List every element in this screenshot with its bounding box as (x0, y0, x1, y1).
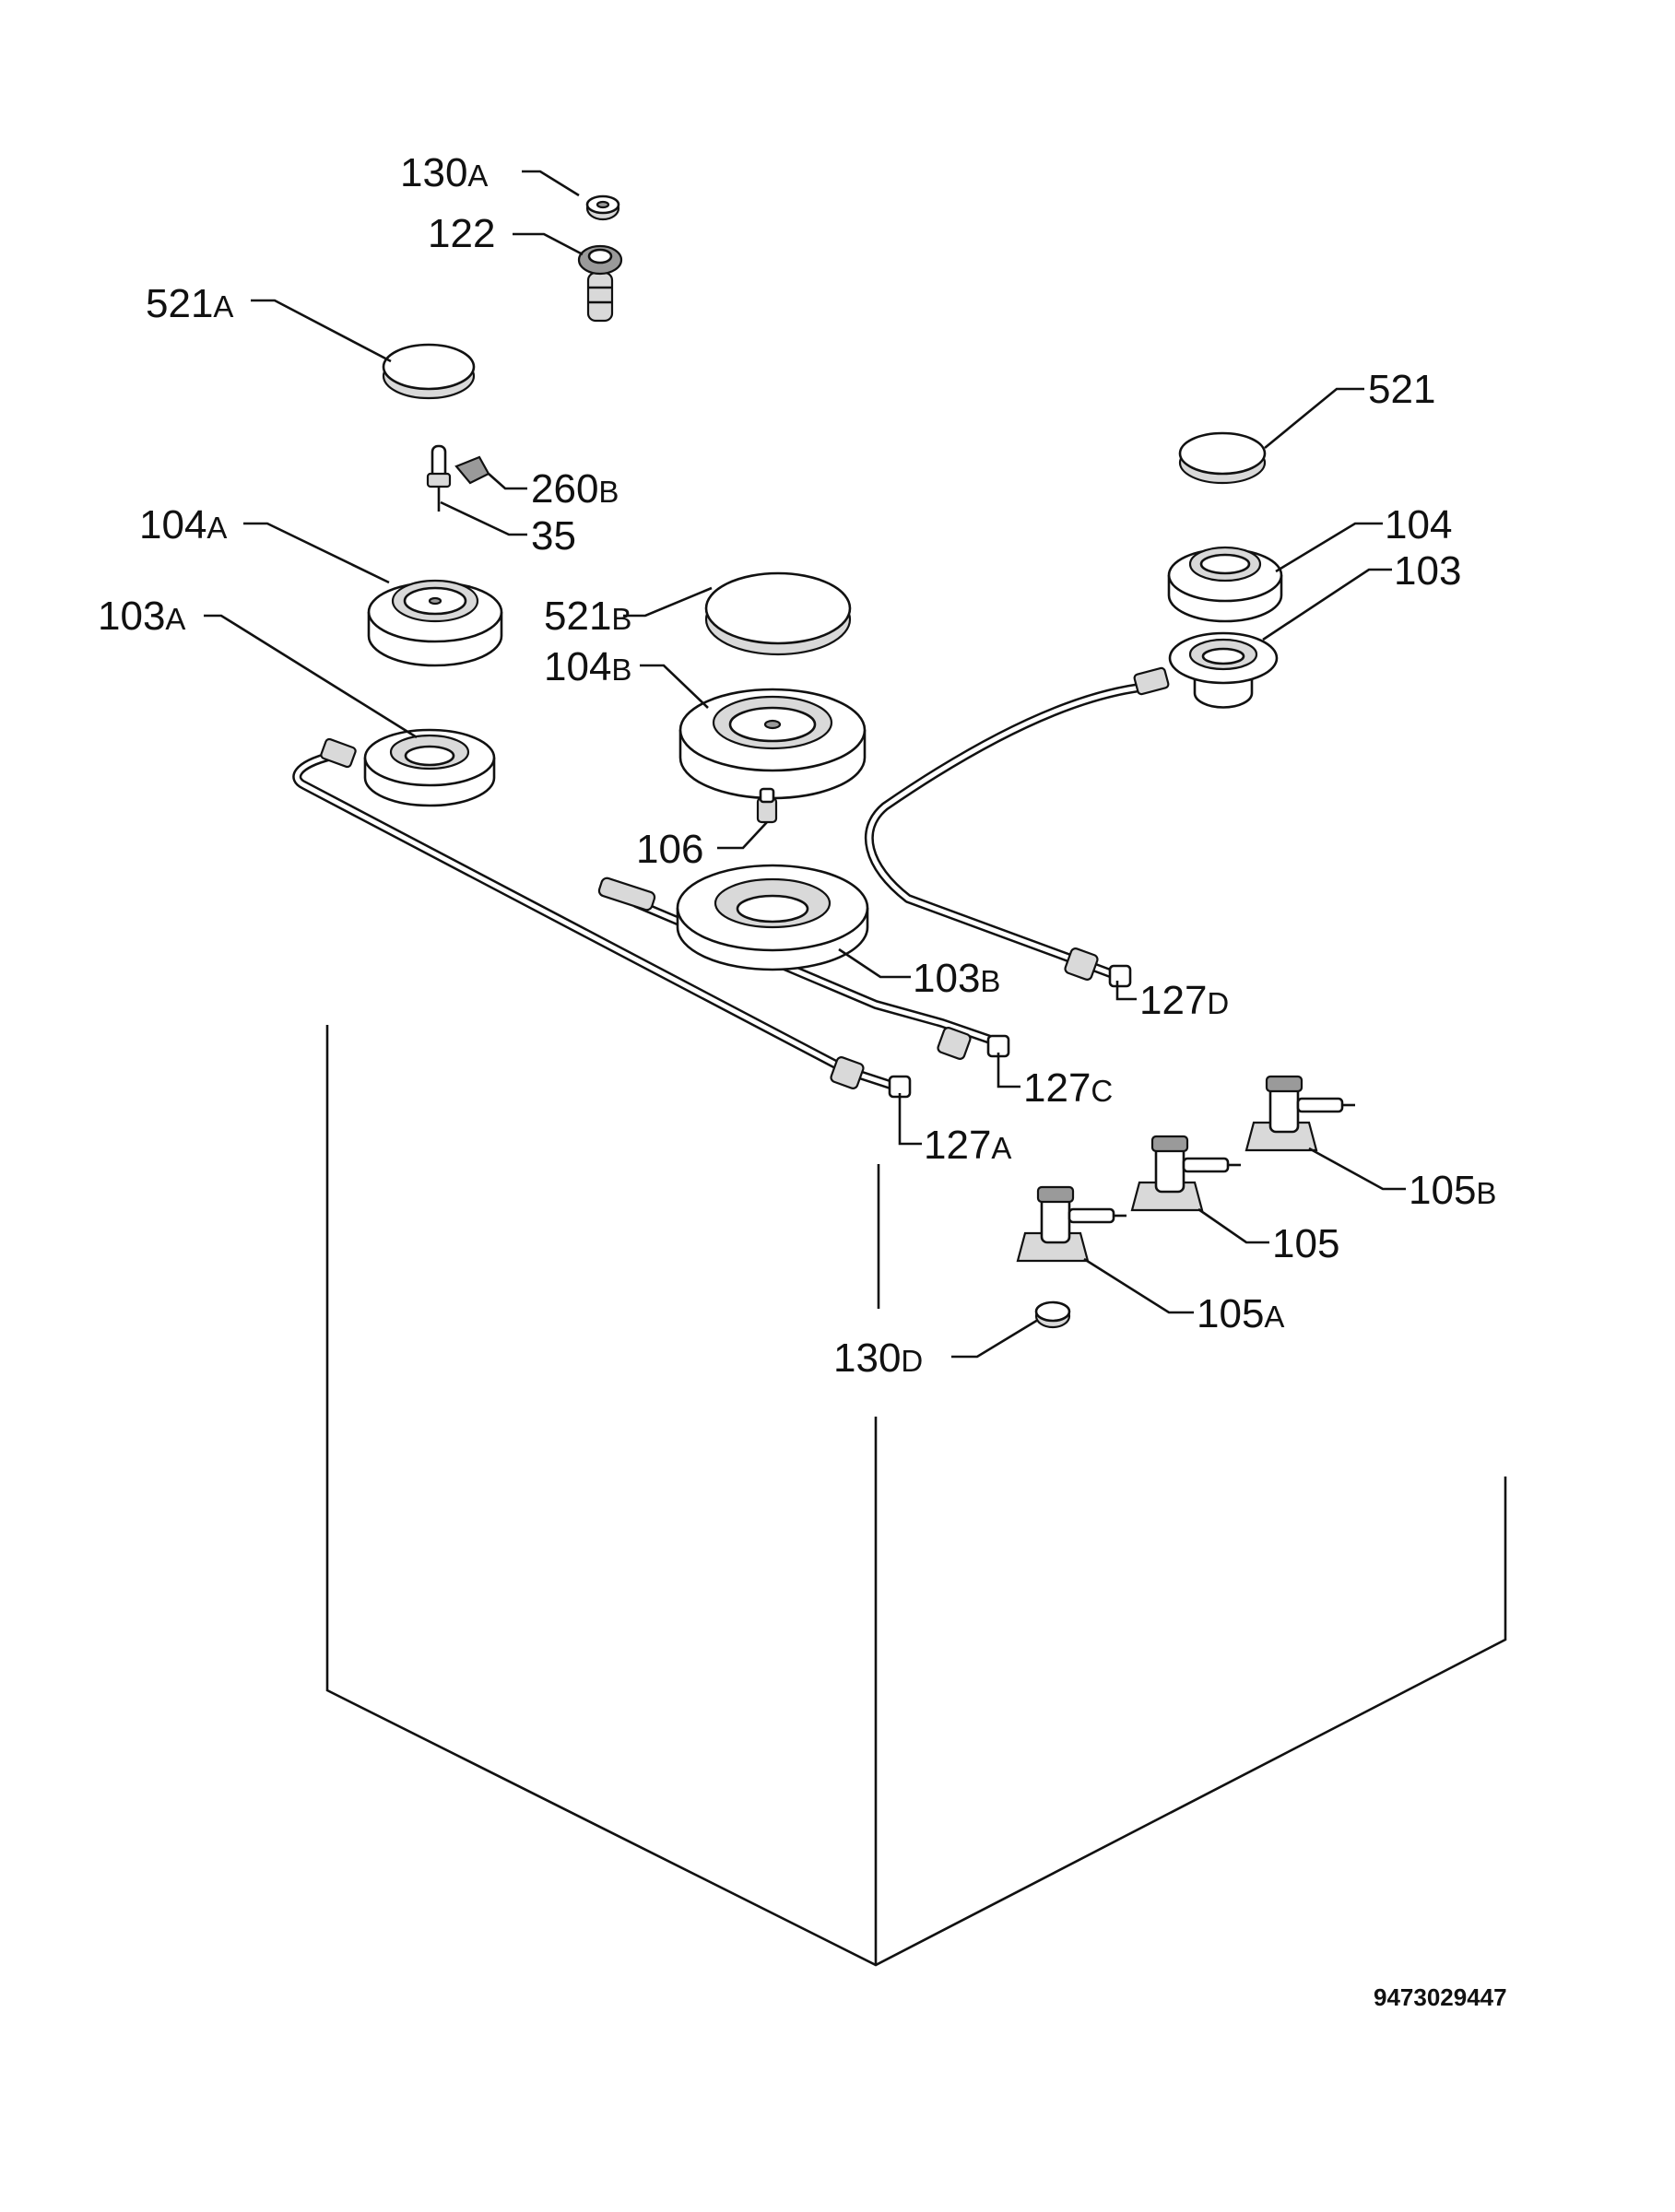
part-labels: 130A 122 521A 521 260B 35 104A 104 103 5… (98, 150, 1496, 1381)
label-260b: 260B (531, 466, 619, 512)
label-103b: 103B (913, 956, 1000, 1001)
label-127a: 127A (924, 1123, 1011, 1168)
part-521-burner-cap (1178, 431, 1267, 485)
diagram-code: 9473029447 (1374, 1983, 1507, 2011)
part-105-gas-tap (1130, 1135, 1241, 1212)
part-35-electrode (426, 444, 452, 512)
label-122: 122 (428, 211, 495, 256)
cooker-cabinet-outline (325, 1025, 1507, 1967)
label-521a: 521A (146, 281, 233, 326)
part-103b-burner-base (597, 864, 869, 971)
part-122-injector (577, 244, 623, 323)
label-105a: 105A (1197, 1291, 1284, 1336)
label-106: 106 (636, 827, 703, 872)
leader-lines (204, 170, 1406, 1359)
label-104: 104 (1385, 502, 1452, 547)
part-130a-ring (585, 194, 620, 221)
label-104b: 104B (544, 644, 631, 689)
part-105a-gas-tap (1016, 1185, 1126, 1263)
gas-pipe-127d (864, 682, 1152, 988)
label-103: 103 (1394, 548, 1461, 594)
part-105b-gas-tap (1244, 1075, 1355, 1152)
part-104b-burner-head (678, 688, 867, 800)
label-103a: 103A (98, 594, 185, 639)
label-105b: 105B (1409, 1168, 1496, 1213)
label-521b: 521B (544, 594, 631, 639)
label-130d: 130D (833, 1335, 923, 1381)
label-35: 35 (531, 513, 576, 559)
part-106-injector (756, 787, 778, 824)
part-521a-burner-cap (382, 343, 476, 400)
label-127d: 127D (1139, 978, 1229, 1023)
part-104a-burner-head (367, 579, 503, 667)
part-104-burner-head (1167, 546, 1283, 623)
label-127c: 127C (1023, 1065, 1113, 1111)
part-103-burner-base (1133, 631, 1279, 709)
part-103a-burner-base (320, 728, 496, 807)
label-104a: 104A (139, 502, 227, 547)
part-130d-ring (1034, 1300, 1071, 1329)
part-260b-clip (454, 455, 490, 485)
gas-pipe-127a (292, 751, 912, 1099)
label-521: 521 (1368, 367, 1435, 412)
label-105: 105 (1272, 1221, 1339, 1266)
part-521b-burner-cap (704, 571, 852, 656)
label-130a: 130A (400, 150, 488, 195)
